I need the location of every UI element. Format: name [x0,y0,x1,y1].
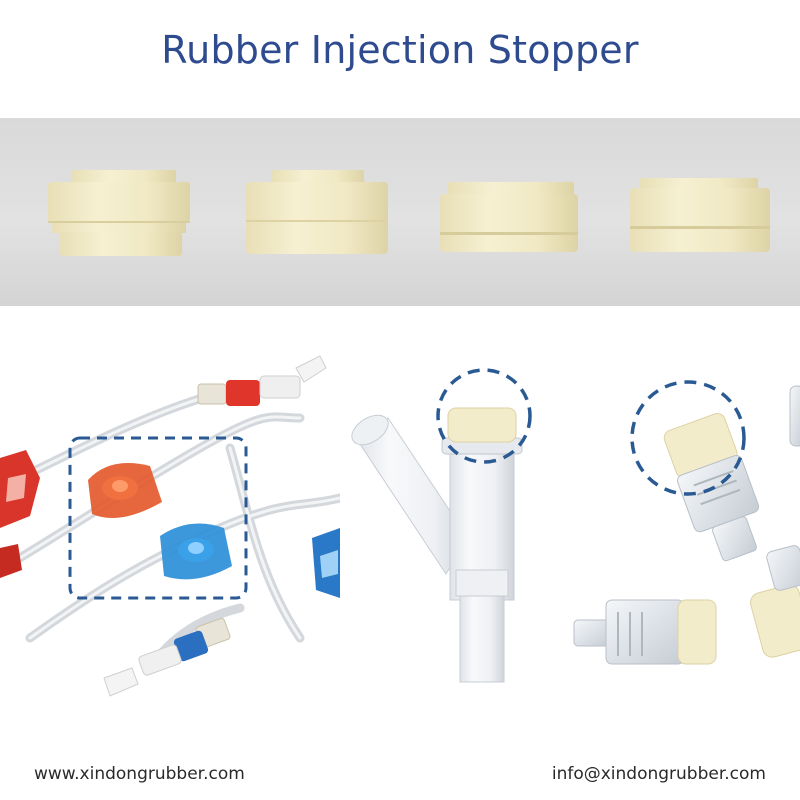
connector-2 [573,599,717,665]
needle-free-connectors-photo [566,338,800,730]
highlight-circle-right [630,380,746,496]
page-title: Rubber Injection Stopper [161,28,639,72]
highlight-circle [436,368,532,464]
y-connector-photo [348,338,558,730]
stopper-3 [440,182,578,252]
stopper-4 [630,178,770,252]
red-injection-site [88,463,162,518]
stopper-1 [48,170,190,256]
connector-1 [663,413,760,562]
red-connector [197,355,327,406]
yellow-stopper [447,407,517,443]
email-link[interactable]: info@xindongrubber.com [551,764,766,784]
blue-injection-site [160,523,232,580]
highlight-box [68,436,248,600]
stopper-2 [246,170,388,254]
website-link[interactable]: www.xindongrubber.com [34,764,245,784]
connector-3 [750,545,800,658]
blue-clamp-right [312,528,340,598]
red-clamp-left [0,450,40,578]
tubing-with-clamps-photo [0,338,340,730]
stoppers-side-view-photo [0,118,800,306]
blue-connector [103,617,231,697]
